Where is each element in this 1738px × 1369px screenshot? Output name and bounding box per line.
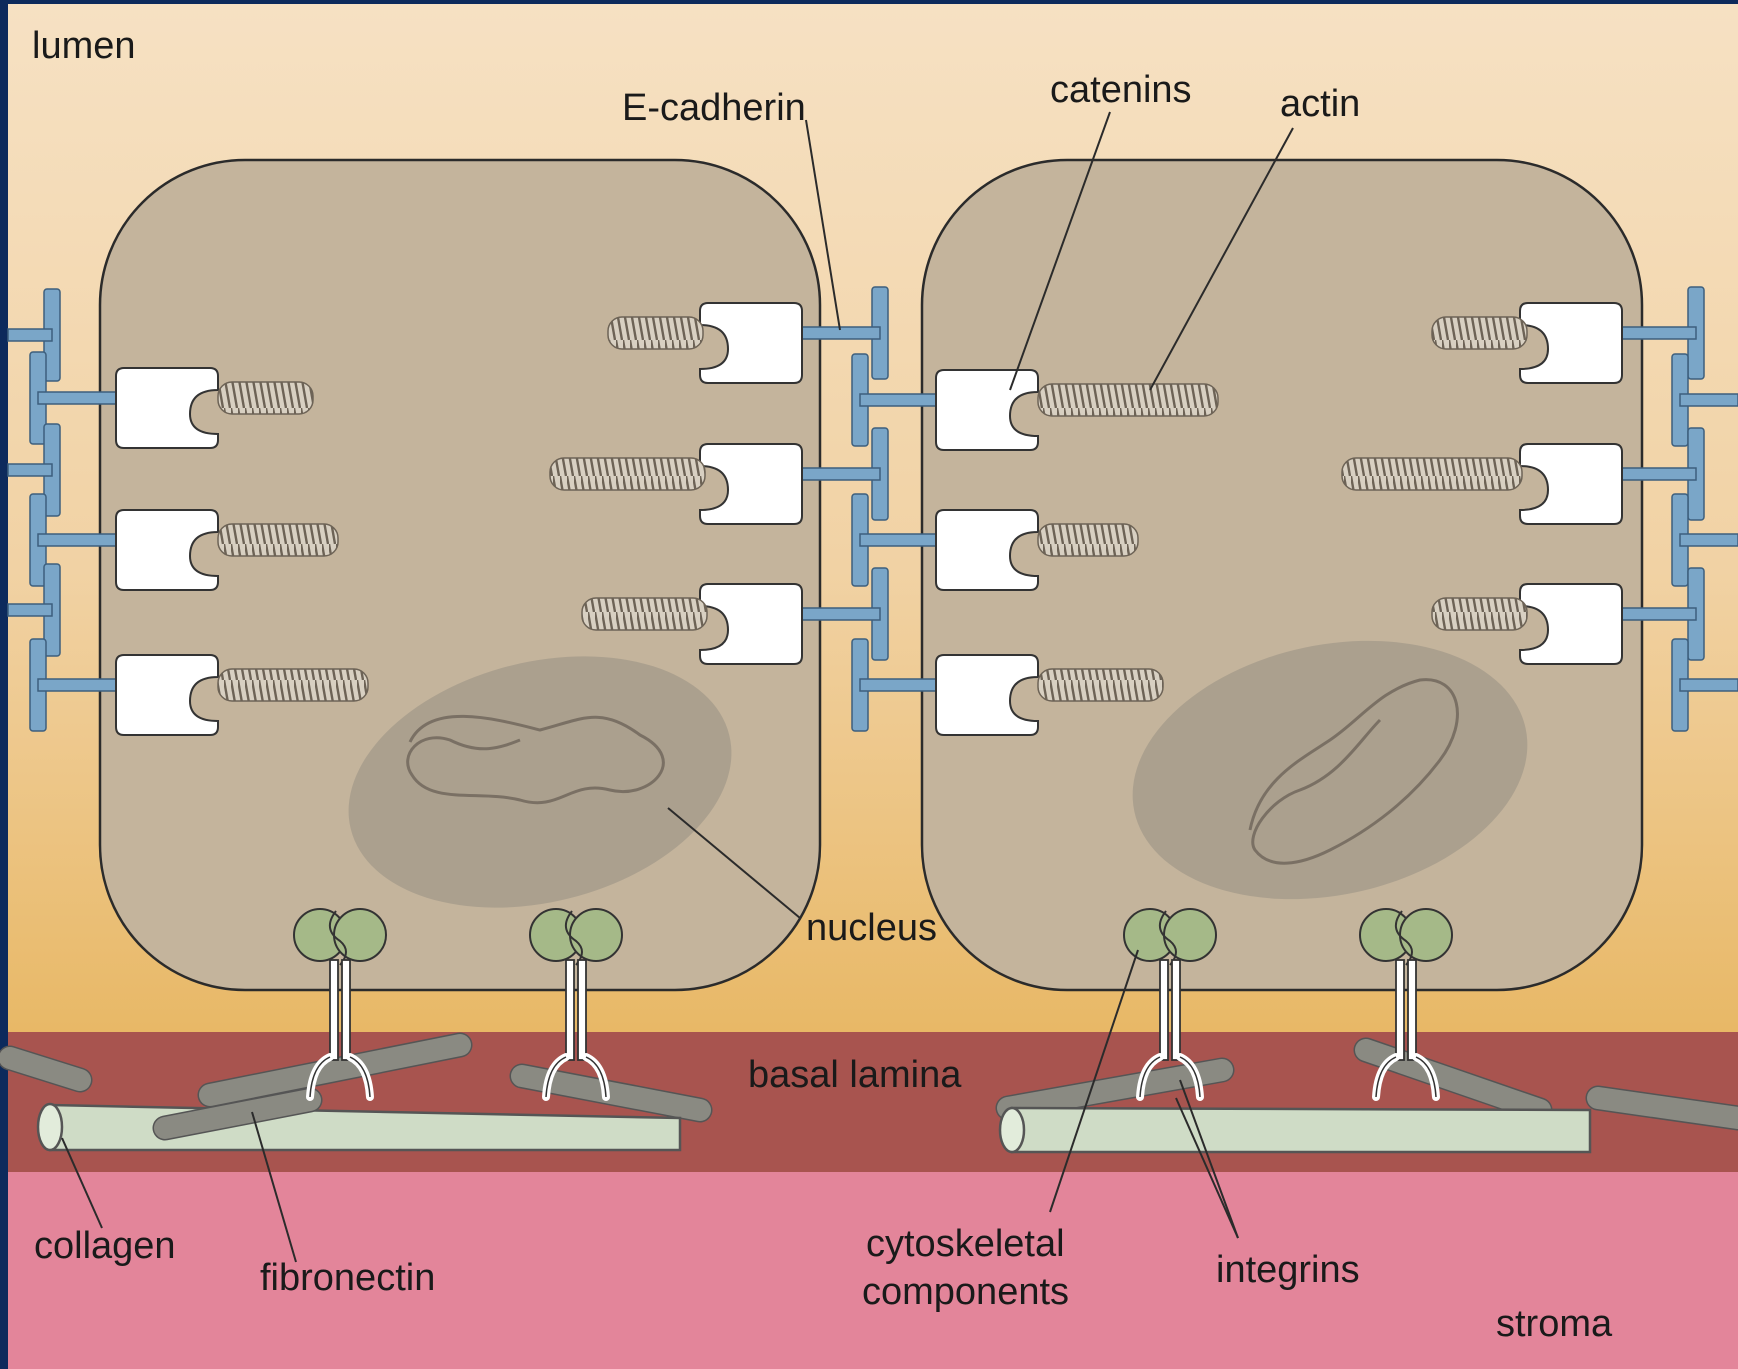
label-collagen: collagen — [34, 1225, 176, 1267]
label-fibronectin: fibronectin — [260, 1257, 435, 1299]
integrin-head-b-4 — [1400, 909, 1452, 961]
actin-filament-4 — [218, 524, 338, 556]
actin-filament-15 — [1342, 458, 1522, 490]
integrin-stalk-a-4 — [1396, 960, 1404, 1060]
integrin-stalk-a-2 — [566, 960, 574, 1060]
actin-filament-2 — [218, 382, 313, 414]
actin-filament-13 — [1432, 317, 1527, 349]
label-lumen: lumen — [32, 25, 136, 67]
label-integrins: integrins — [1216, 1249, 1360, 1291]
e-cadherin-stem-5 — [8, 604, 52, 616]
integrin-stalk-b-1 — [342, 960, 350, 1060]
integrin-stalk-a-3 — [1160, 960, 1168, 1060]
label-cytoskeletal: cytoskeletal — [866, 1223, 1065, 1265]
integrin-head-b-2 — [570, 909, 622, 961]
integrin-head-b-1 — [334, 909, 386, 961]
actin-filament-17 — [1432, 598, 1527, 630]
integrin-head-b-3 — [1164, 909, 1216, 961]
label-actin: actin — [1280, 83, 1360, 125]
label-e-cadherin: E-cadherin — [622, 87, 806, 129]
e-cadherin-stem-18 — [1680, 679, 1738, 691]
label-basal-lamina: basal lamina — [748, 1054, 962, 1096]
collagen-end-2 — [1000, 1108, 1024, 1152]
integrin-stalk-b-2 — [578, 960, 586, 1060]
label-components: components — [862, 1271, 1069, 1313]
e-cadherin-stem-14 — [1680, 394, 1738, 406]
e-cadherin-stem-3 — [8, 464, 52, 476]
e-cadherin-stem-1 — [8, 329, 52, 341]
actin-filament-7 — [608, 317, 703, 349]
actin-filament-12 — [1038, 669, 1163, 701]
actin-filament-8 — [1038, 384, 1218, 416]
label-stroma: stroma — [1496, 1303, 1613, 1345]
e-cadherin-stem-16 — [1680, 534, 1738, 546]
label-catenins: catenins — [1050, 69, 1192, 111]
collagen-fiber-2 — [1012, 1108, 1590, 1152]
actin-filament-10 — [1038, 524, 1138, 556]
actin-filament-11 — [582, 598, 707, 630]
actin-filament-6 — [218, 669, 368, 701]
integrin-stalk-a-1 — [330, 960, 338, 1060]
collagen-end-1 — [38, 1104, 62, 1150]
actin-filament-9 — [550, 458, 705, 490]
integrin-stalk-b-3 — [1172, 960, 1180, 1060]
integrin-stalk-b-4 — [1408, 960, 1416, 1060]
label-nucleus: nucleus — [806, 907, 937, 949]
